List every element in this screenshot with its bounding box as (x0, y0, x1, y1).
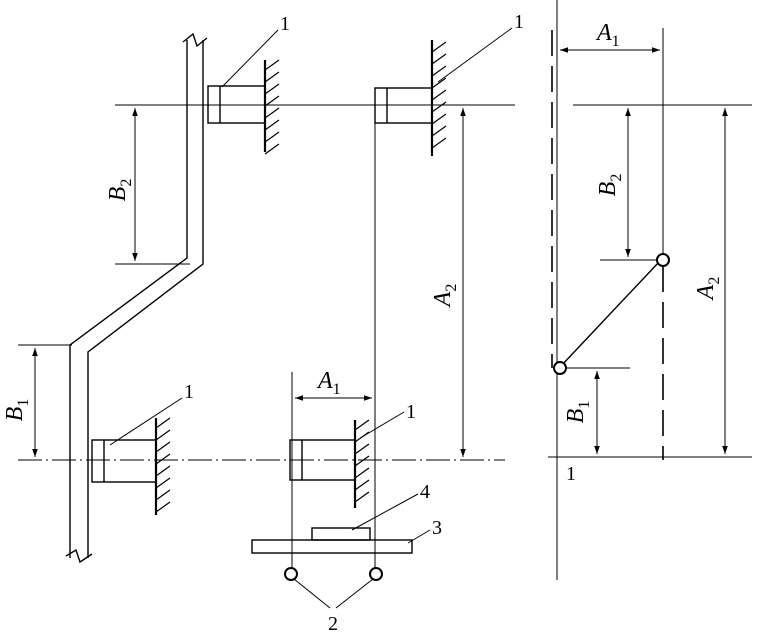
label-b2-right: B2 (595, 174, 625, 197)
leader-2-right (335, 578, 374, 609)
label-a2-middle: A2 (430, 284, 460, 309)
label-a2-right: A2 (693, 277, 723, 302)
label-part-1-upper-left: 1 (280, 13, 290, 35)
label-a1-middle: A1 (316, 368, 341, 398)
leader-2-left (293, 578, 331, 609)
bush-lower-middle (289, 419, 370, 508)
label-a1-right: A1 (595, 20, 620, 50)
label-part-1-lower-left: 1 (184, 381, 194, 403)
label-part-3: 3 (432, 517, 442, 539)
fixture-plate (251, 539, 413, 554)
leader-4 (351, 493, 419, 531)
label-part-4: 4 (420, 481, 430, 503)
bush-lower-left (91, 417, 171, 515)
link-line (560, 261, 660, 367)
joint-lower (553, 361, 567, 375)
label-b1: B1 (2, 399, 32, 422)
leader-3 (407, 529, 431, 544)
bent-bar (65, 32, 208, 564)
leader-1-lower-left (109, 397, 183, 446)
pivot-point-right (369, 567, 383, 581)
label-b1-right: B1 (563, 401, 593, 424)
label-part-1-upper-middle: 1 (514, 11, 524, 33)
label-b2: B2 (105, 179, 135, 202)
leader-1-lower-middle (361, 411, 405, 438)
bush-upper-middle (374, 40, 447, 156)
bush-upper-left (207, 59, 280, 155)
label-part-2: 2 (328, 613, 338, 633)
label-point-1-right: 1 (566, 463, 576, 485)
joint-upper (656, 253, 670, 267)
fixture-block (311, 527, 371, 541)
leader-1-upper-middle (437, 27, 513, 83)
pivot-point-left (284, 567, 298, 581)
leader-1-upper-left (221, 29, 279, 88)
label-part-1-lower-middle: 1 (406, 401, 416, 423)
